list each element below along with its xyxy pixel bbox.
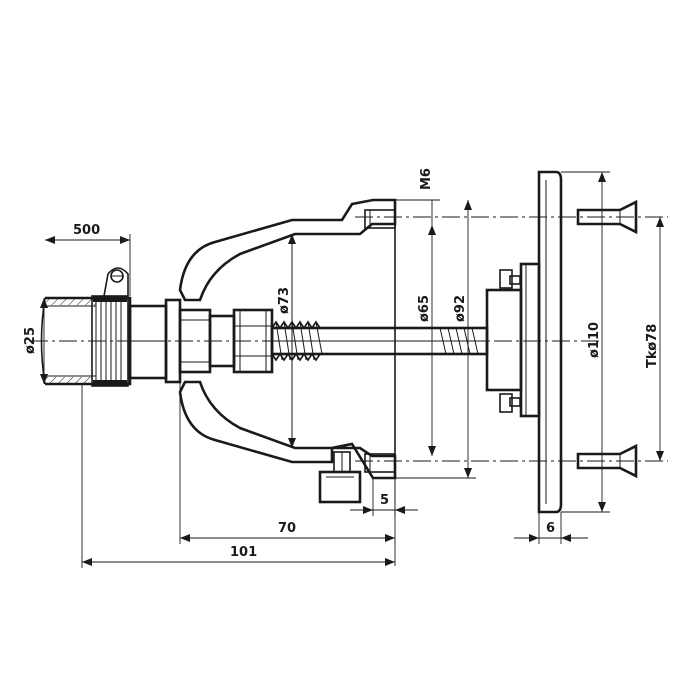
dim-6: 6 [514,512,588,544]
dim-101: 101 [81,384,395,568]
housing-body [178,198,397,480]
dim-dia-92: ø92 [395,200,476,479]
dim-dia-65: ø65 [417,225,436,456]
svg-text:6: 6 [546,521,555,536]
dim-dia-25: ø25 [23,298,48,384]
svg-text:101: 101 [230,545,257,560]
dim-dia-73: ø73 [277,234,296,448]
piston-cup [485,262,541,418]
gland-nut [164,298,274,384]
base-plate [537,170,563,514]
svg-text:ø73: ø73 [277,287,292,314]
housing-bolts [364,209,396,473]
svg-text:ø92: ø92 [453,295,468,322]
dim-500: 500 [45,223,131,296]
hose-clamp [91,267,129,387]
svg-text:M6: M6 [419,168,434,190]
dim-70: 70 [179,382,396,566]
threaded-shaft [270,320,489,362]
dim-dia-110: ø110 [561,171,610,513]
svg-text:5: 5 [380,493,389,508]
svg-text:ø110: ø110 [587,322,602,358]
svg-text:500: 500 [73,223,100,238]
dim-pcd-78: Tkø78 [645,217,664,461]
svg-text:70: 70 [278,521,296,536]
drain-plug [318,451,362,504]
dim-m6: M6 [395,168,440,225]
hose-nozzle [128,304,168,380]
svg-text:ø25: ø25 [23,327,38,354]
svg-text:ø65: ø65 [417,295,432,322]
svg-text:Tkø78: Tkø78 [645,324,660,368]
